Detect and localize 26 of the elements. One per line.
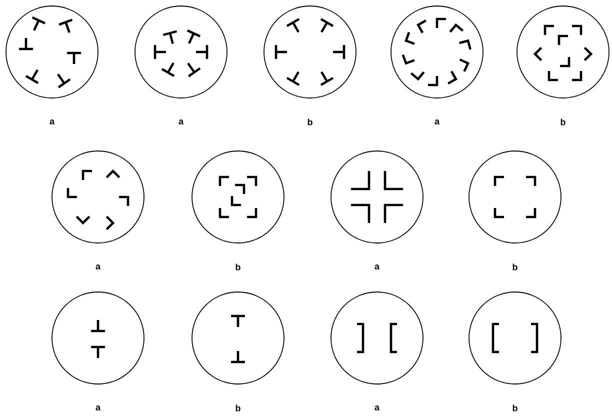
panel-letter: a [374, 406, 380, 410]
panel-letter: a [374, 264, 380, 270]
panel-letter: a [50, 120, 55, 124]
circle [516, 6, 610, 98]
circle [330, 292, 424, 384]
circle [52, 150, 144, 244]
panel-letter: a [96, 406, 101, 410]
panel-letter: b [236, 404, 240, 412]
panel-letter: b [236, 264, 240, 270]
circle [52, 292, 144, 384]
circle [468, 292, 562, 384]
panel-letter: b [512, 404, 518, 412]
circle [192, 292, 284, 384]
panel-letter: a [96, 264, 101, 270]
circle [330, 150, 424, 244]
circle [468, 150, 562, 244]
panel-letter: b [560, 118, 566, 126]
circle [134, 6, 228, 98]
panel-letter: a [178, 120, 184, 124]
circle [264, 6, 356, 98]
circle [6, 6, 98, 98]
panel-letter: b [512, 264, 518, 270]
panel-letter: a [434, 120, 440, 124]
panel-letter: b [308, 118, 312, 126]
circle [192, 150, 284, 244]
circle [390, 6, 484, 98]
